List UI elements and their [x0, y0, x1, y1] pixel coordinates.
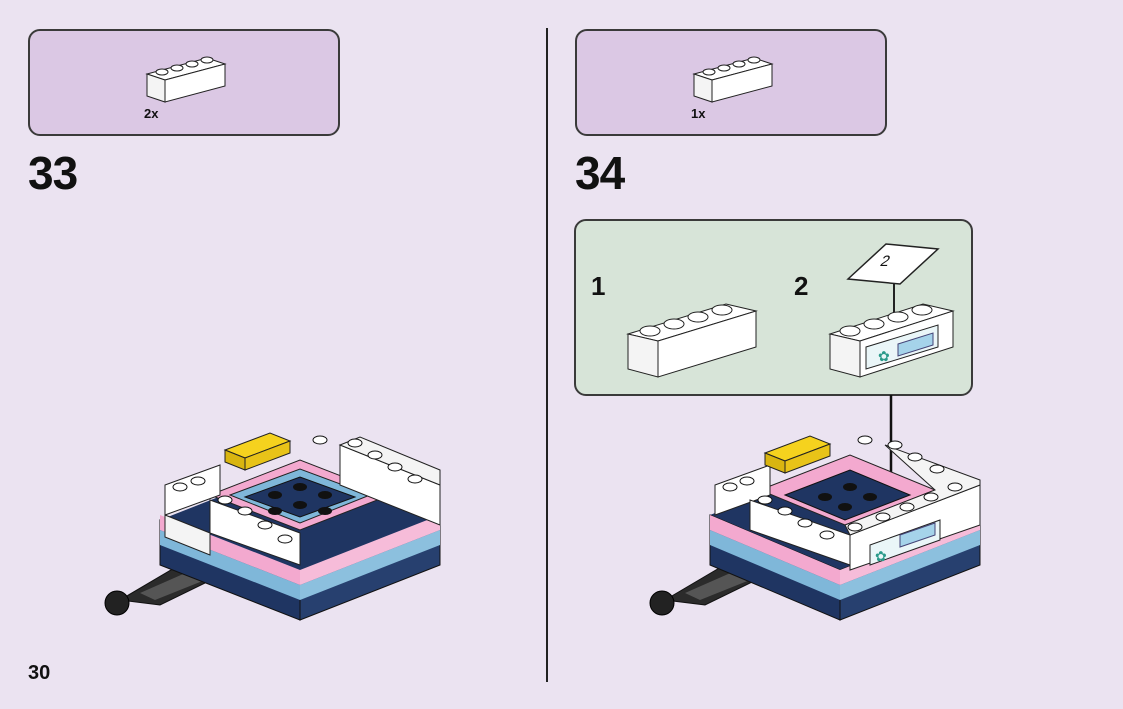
substep-number: 1 [591, 271, 606, 301]
trailer-model-illustration: ✿ [649, 395, 981, 621]
svg-text:✿: ✿ [875, 549, 887, 565]
substep-box: 1 2 2 ✿ [574, 219, 973, 396]
white-brick-1x4-icon [626, 303, 758, 378]
white-brick-1x4-icon [145, 56, 227, 103]
part-quantity: 1x [691, 106, 706, 121]
white-brick-1x4-icon [692, 56, 774, 103]
page-number: 30 [28, 662, 51, 684]
substep-number: 2 [794, 271, 809, 301]
step-number: 34 [575, 147, 625, 199]
page-divider [546, 28, 548, 682]
trailer-model-illustration [104, 432, 441, 621]
parts-list-step-34: 1x [575, 29, 887, 136]
white-brick-with-sticker-icon: ✿ [828, 303, 955, 378]
svg-text:✿: ✿ [878, 349, 890, 365]
step-number: 33 [28, 147, 78, 199]
part-quantity: 2x [144, 106, 159, 121]
parts-list-step-33: 2x [28, 29, 340, 136]
